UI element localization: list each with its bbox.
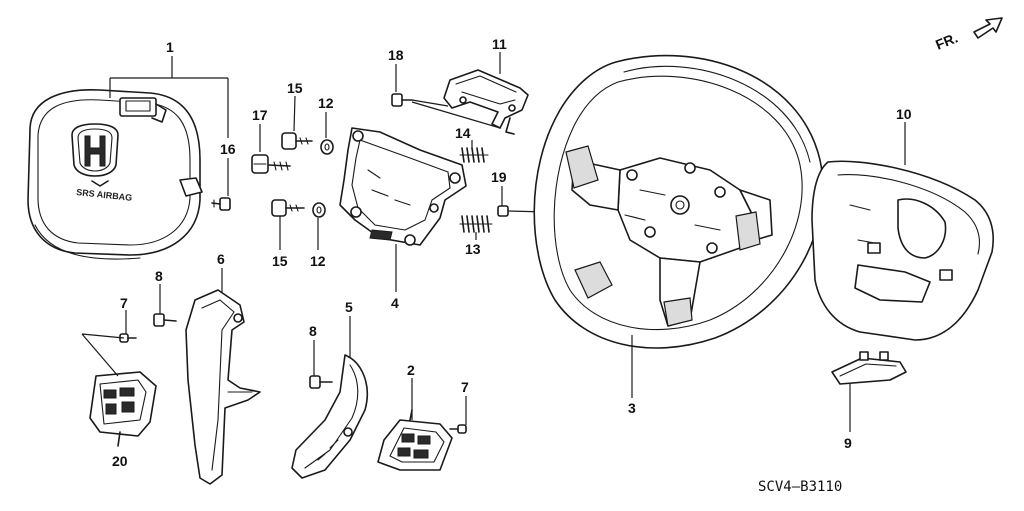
callout-7-right: 7 xyxy=(461,379,469,395)
diagram-code: SCV4–B3110 xyxy=(758,479,842,495)
garnish-5 xyxy=(291,354,369,479)
front-direction-arrow: FR. xyxy=(933,17,1003,53)
callout-8-right: 8 xyxy=(309,323,317,339)
callout-9: 9 xyxy=(844,435,852,451)
callout-4: 4 xyxy=(391,295,399,311)
callout-12-bottom: 12 xyxy=(310,253,326,269)
bolt-16 xyxy=(211,197,231,211)
callout-20: 20 xyxy=(112,453,128,469)
bracket-11 xyxy=(443,69,529,135)
bolt-8-top xyxy=(153,313,177,327)
callout-19: 19 xyxy=(491,169,507,185)
callout-16: 16 xyxy=(220,141,236,157)
callout-14: 14 xyxy=(455,125,471,141)
steering-wheel-3 xyxy=(533,54,824,349)
callout-17: 17 xyxy=(252,107,268,123)
callout-12-top: 12 xyxy=(318,95,334,111)
screw-17 xyxy=(251,154,291,174)
callout-6: 6 xyxy=(217,251,225,267)
callout-2: 2 xyxy=(407,362,415,378)
washer-12-bottom xyxy=(312,202,326,218)
callout-11: 11 xyxy=(492,36,507,52)
callouts: 1 16 17 15 12 18 11 14 19 15 12 4 13 3 1… xyxy=(112,36,912,469)
garnish-6 xyxy=(185,289,261,485)
airbag-module: SRS AIRBAG xyxy=(27,89,203,260)
damper-plate-4 xyxy=(339,127,467,246)
bolt-8-bottom xyxy=(309,375,333,389)
callout-15-top: 15 xyxy=(287,80,303,96)
callout-15-bottom: 15 xyxy=(272,253,288,269)
callout-10: 10 xyxy=(896,106,912,122)
washer-12-top xyxy=(320,139,334,155)
bolt-18 xyxy=(391,93,413,107)
callout-8-left: 8 xyxy=(155,268,163,284)
switch-20 xyxy=(89,371,157,447)
spring-13 xyxy=(459,215,493,233)
callout-18: 18 xyxy=(388,47,404,63)
callout-7-left: 7 xyxy=(120,295,128,311)
callout-1: 1 xyxy=(166,39,174,55)
screw-7-right xyxy=(449,424,467,434)
callout-3: 3 xyxy=(628,400,636,416)
screw-15-top xyxy=(281,132,313,150)
lower-cover-10 xyxy=(811,160,994,341)
spring-14 xyxy=(459,147,489,163)
leader-lines xyxy=(81,52,906,432)
screw-15-bottom xyxy=(271,199,305,217)
direction-label: FR. xyxy=(933,29,960,52)
cover-9 xyxy=(831,351,907,385)
callout-5: 5 xyxy=(345,299,353,315)
callout-13: 13 xyxy=(465,241,481,257)
switch-2 xyxy=(377,409,453,471)
